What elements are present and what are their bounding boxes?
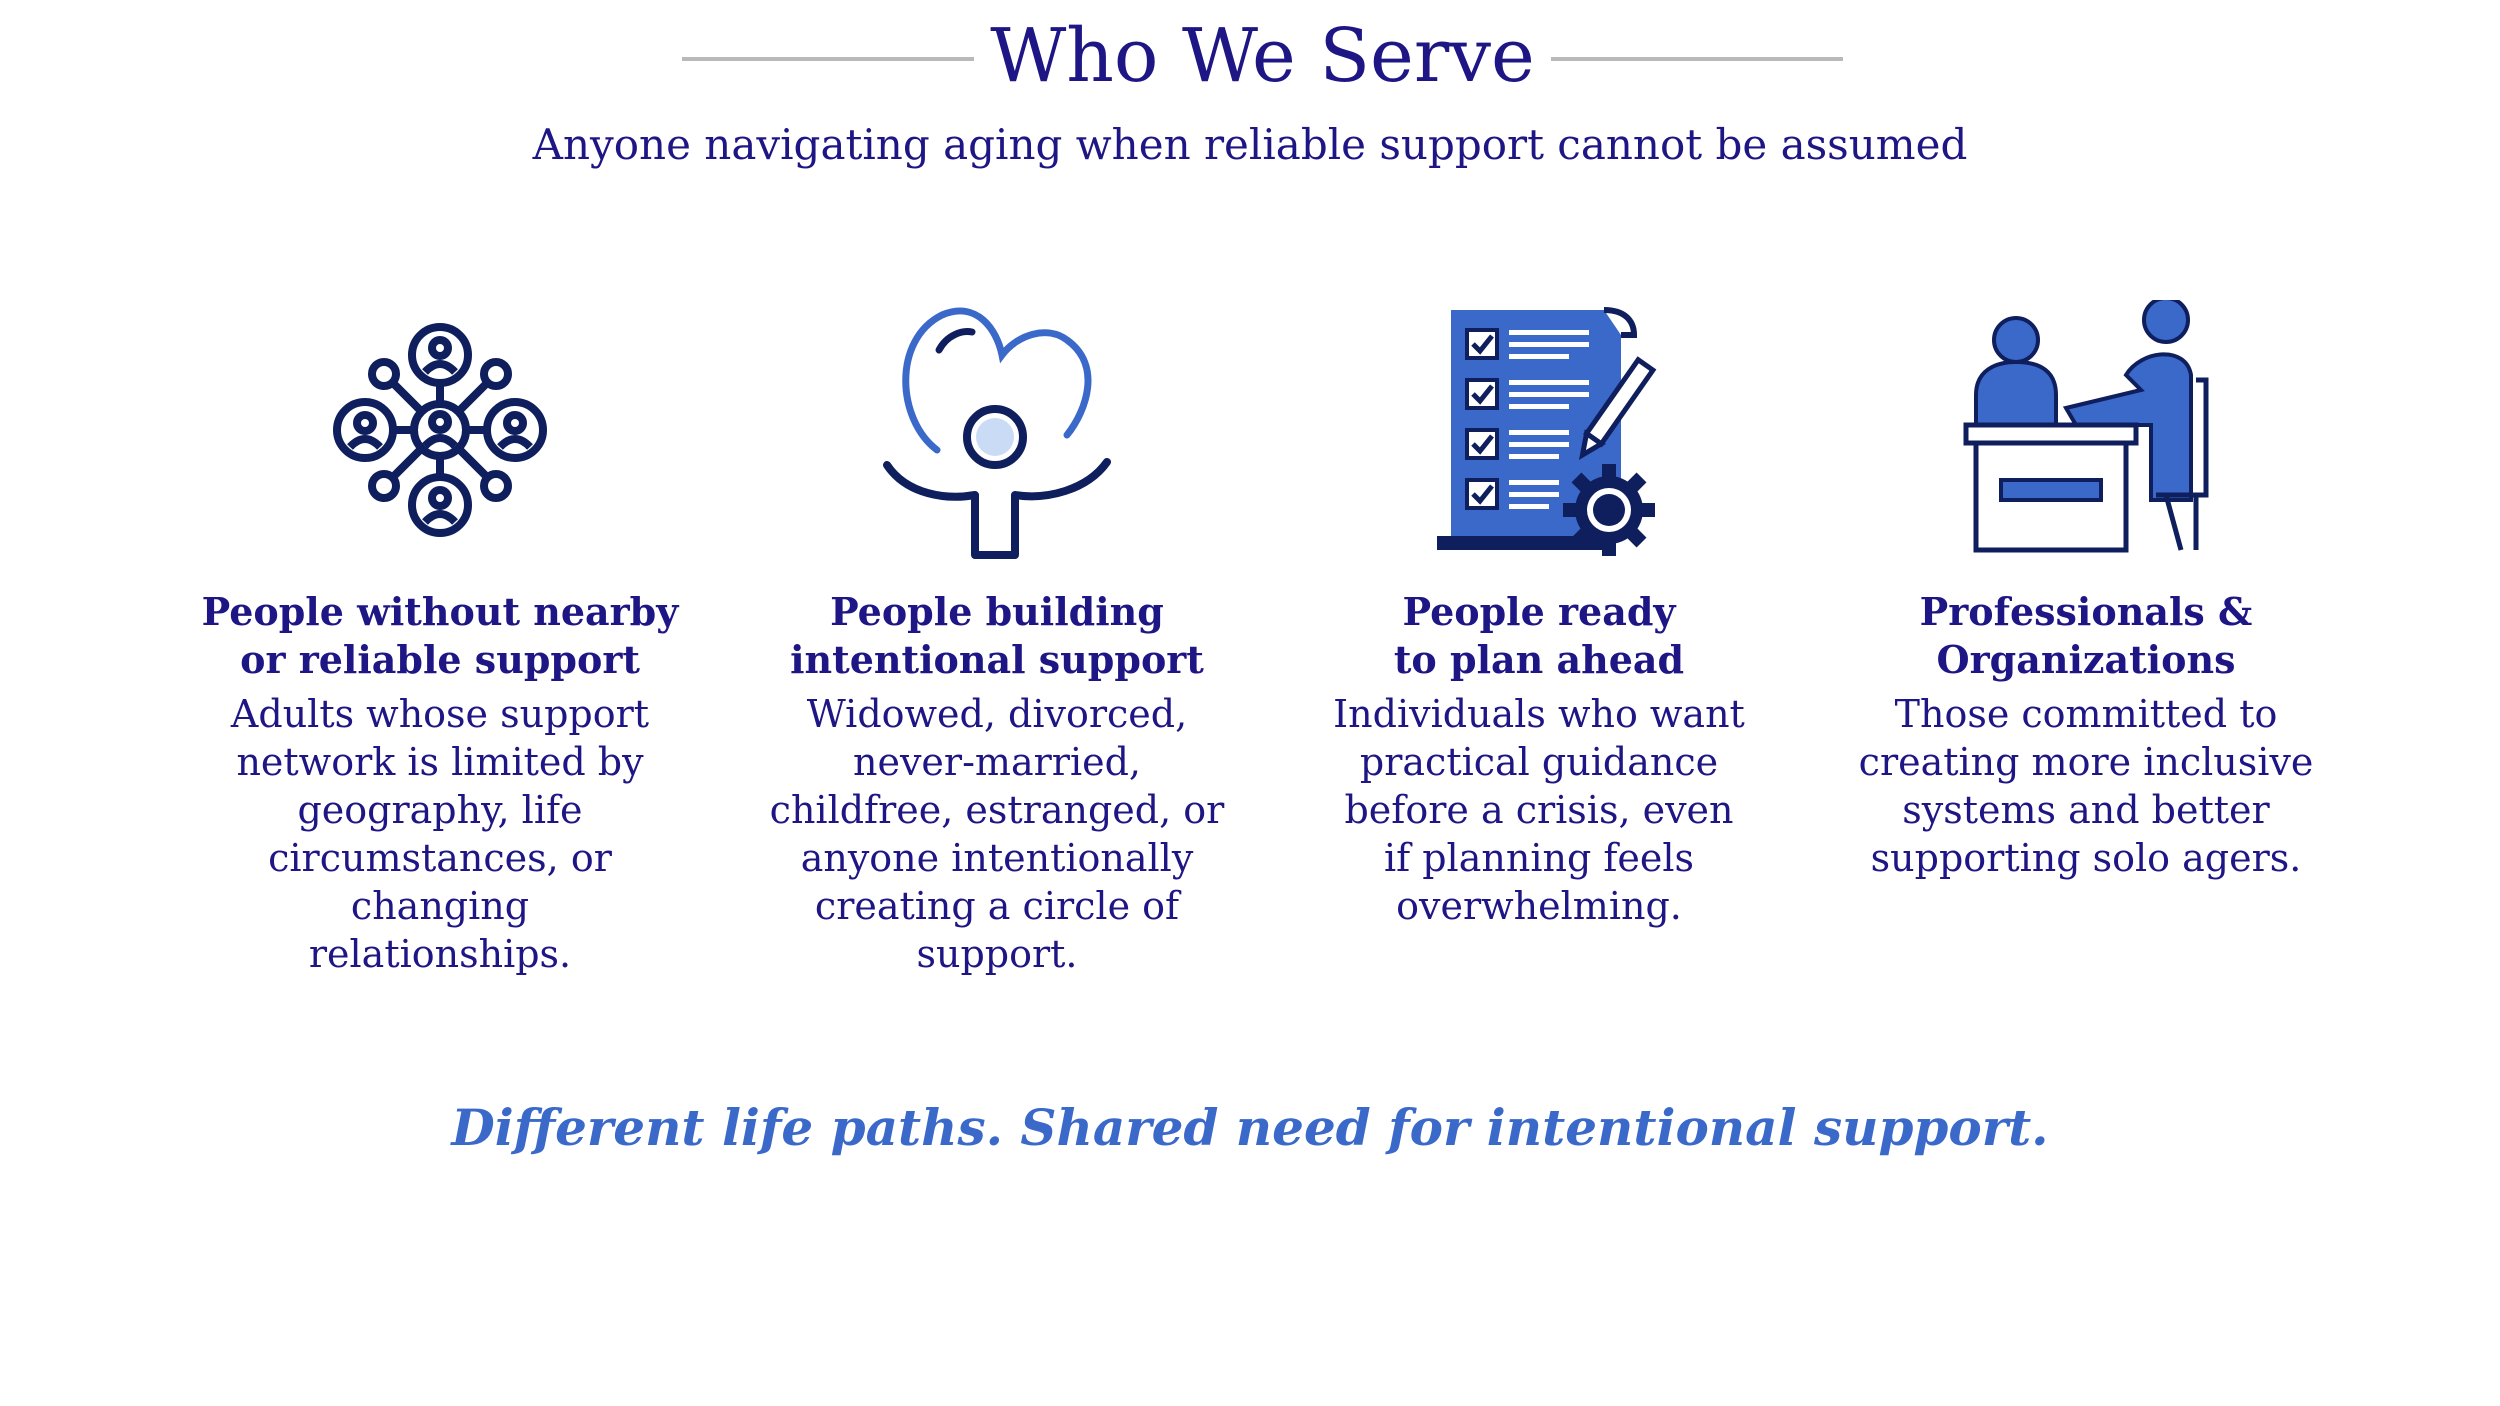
network-people-icon [333, 323, 547, 537]
audience-card-no-support: People without nearby or reliable suppor… [190, 300, 690, 978]
audience-card-intentional-support: People building intentional support Wido… [747, 300, 1247, 978]
checklist-plan-icon [1437, 307, 1657, 556]
page-subtitle: Anyone navigating aging when reliable su… [532, 120, 1968, 169]
heart-person-icon [883, 307, 1111, 559]
audience-card-plan-ahead: People ready to plan ahead Individuals w… [1289, 300, 1789, 930]
closing-tagline: Different life paths. Shared need for in… [451, 1098, 2049, 1157]
title-row: Who We Serve [0, 0, 2500, 120]
audience-heading: People building intentional support [790, 589, 1204, 682]
page-title: Who We Serve [990, 13, 1535, 99]
audience-description: Widowed, divorced, never-married, childf… [769, 692, 1225, 976]
audience-card-professionals: Professionals & Organizations Those comm… [1836, 300, 2336, 882]
audience-description: Those committed to creating more inclusi… [1858, 692, 2314, 880]
audience-heading: Professionals & Organizations [1919, 589, 2253, 682]
title-divider-right [1551, 57, 1843, 61]
audience-description: Adults whose support network is limited … [230, 692, 650, 976]
audience-description: Individuals who want practical guidance … [1333, 692, 1745, 928]
audience-heading: People without nearby or reliable suppor… [201, 589, 679, 682]
title-divider-left [682, 57, 974, 61]
consultation-desk-icon [1963, 300, 2209, 553]
audience-heading: People ready to plan ahead [1393, 589, 1685, 682]
